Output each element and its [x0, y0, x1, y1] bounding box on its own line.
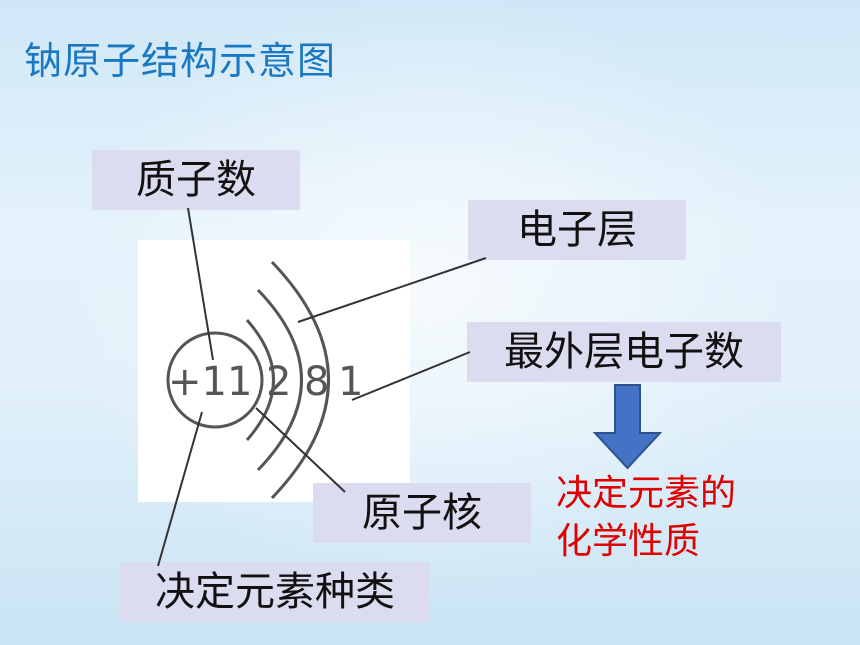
note-line-1: 决定元素的	[556, 473, 737, 514]
leader-element-type	[157, 411, 203, 567]
label-proton-count: 质子数	[92, 150, 300, 210]
page-title: 钠原子结构示意图	[24, 39, 337, 83]
electron-shell-arc-1	[245, 319, 275, 441]
leader-outermost-electrons	[351, 351, 471, 401]
shell-electron-3: 1	[338, 359, 363, 405]
label-electron-shell: 电子层	[468, 200, 686, 260]
nucleus-circle	[166, 331, 264, 429]
label-outermost-electrons: 最外层电子数	[467, 322, 781, 382]
nucleus-charge-text: +11	[168, 359, 252, 405]
shell-electron-1: 2	[266, 359, 291, 405]
leader-proton-count	[187, 207, 214, 361]
leader-electron-shell	[297, 257, 487, 323]
shell-electron-2: 8	[304, 359, 329, 405]
electron-shell-arc-3	[270, 260, 330, 500]
leader-nucleus	[255, 407, 346, 493]
label-nucleus: 原子核	[313, 483, 531, 543]
down-arrow-icon	[592, 384, 663, 470]
label-element-type: 决定元素种类	[120, 562, 430, 622]
note-line-2: 化学性质	[556, 521, 701, 562]
electron-shell-arc-2	[256, 288, 303, 472]
